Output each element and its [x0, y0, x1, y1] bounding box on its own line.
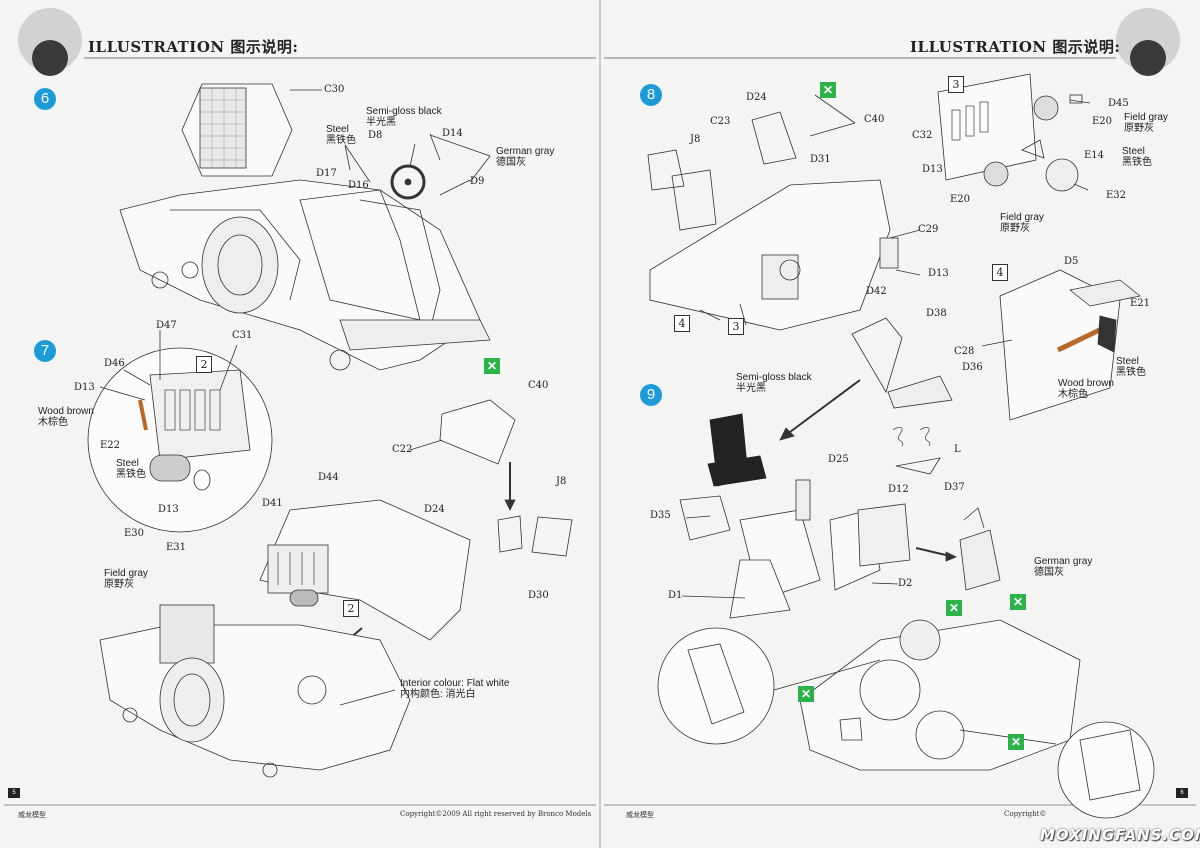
- inset-4: [981, 269, 1141, 421]
- step-number-9: 9: [640, 384, 662, 406]
- part-label: E20: [1092, 116, 1113, 127]
- part-label: C30: [324, 84, 345, 95]
- step-number-8: 8: [640, 84, 662, 106]
- part-label: L: [954, 444, 961, 455]
- step7-detail-circle: [87, 330, 273, 533]
- part-label: E21: [1130, 298, 1151, 309]
- step-number-7: 7: [34, 340, 56, 362]
- substep-box-2: 2: [196, 356, 212, 373]
- part-label: C29: [918, 224, 939, 235]
- substep-box-3: 3: [948, 76, 964, 93]
- part-label: D13: [928, 268, 949, 279]
- part-label: D2: [898, 578, 913, 589]
- watermark: MOXINGFANS.COM: [1040, 826, 1200, 844]
- part-label: D41: [262, 498, 283, 509]
- cement-icon: ✕: [484, 358, 500, 374]
- copyright-text: Copyright©: [1004, 810, 1047, 818]
- cement-icon: ✕: [820, 82, 836, 98]
- step-number-6: 6: [34, 88, 56, 110]
- part-label: J8: [556, 476, 567, 487]
- part-label: D25: [828, 454, 849, 465]
- part-label: D24: [424, 504, 445, 515]
- part-label: E30: [124, 528, 145, 539]
- brand-name: 威龙模型: [626, 811, 654, 819]
- part-label: J8: [690, 134, 701, 145]
- part-label: E31: [166, 542, 187, 553]
- cement-icon: ✕: [946, 600, 962, 616]
- part-label: D8: [368, 130, 383, 141]
- part-label: D5: [1064, 256, 1079, 267]
- part-label: D24: [746, 92, 767, 103]
- part-label: D13: [922, 164, 943, 175]
- part-label: D37: [944, 482, 965, 493]
- page-number: 6: [1176, 788, 1188, 798]
- part-label: D47: [156, 320, 177, 331]
- part-label: D1: [668, 590, 683, 601]
- cement-icon: ✕: [1008, 734, 1024, 750]
- brand-name: 威龙模型: [18, 811, 46, 819]
- part-label: C32: [912, 130, 933, 141]
- part-label: D35: [650, 510, 671, 521]
- left-page-header: ILLUSTRATION 图示说明:: [88, 38, 299, 56]
- part-label: D30: [528, 590, 549, 601]
- substep-box-2: 2: [343, 600, 359, 617]
- part-label: C22: [392, 444, 413, 455]
- cement-icon: ✕: [1010, 594, 1026, 610]
- step6-assembly: [119, 83, 491, 371]
- substep-box-3: 3: [728, 318, 744, 335]
- part-label: D45: [1108, 98, 1129, 109]
- part-label: D13: [74, 382, 95, 393]
- substep-box-4: 4: [674, 315, 690, 332]
- cement-icon: ✕: [798, 686, 814, 702]
- part-label: D44: [318, 472, 339, 483]
- part-label: C31: [232, 330, 253, 341]
- part-label: D31: [810, 154, 831, 165]
- part-label: D14: [442, 128, 463, 139]
- step9-assembly: [657, 317, 1155, 819]
- part-label: E22: [100, 440, 121, 451]
- part-label: E32: [1106, 190, 1127, 201]
- part-label: D42: [866, 286, 887, 297]
- inset-3: [937, 73, 1091, 192]
- part-label: D17: [316, 168, 337, 179]
- part-label: D13: [158, 504, 179, 515]
- part-label: E20: [950, 194, 971, 205]
- copyright-text: Copyright©2009 All right reserved by Bro…: [400, 810, 592, 818]
- substep-box-4: 4: [992, 264, 1008, 281]
- part-label: C40: [528, 380, 549, 391]
- part-label: C28: [954, 346, 975, 357]
- part-label: D16: [348, 180, 369, 191]
- step8-assembly: [647, 94, 921, 331]
- part-label: D38: [926, 308, 947, 319]
- page-number: 5: [8, 788, 20, 798]
- part-label: C40: [864, 114, 885, 125]
- right-page-header: ILLUSTRATION 图示说明:: [910, 38, 1121, 56]
- part-label: E14: [1084, 150, 1105, 161]
- part-label: D9: [470, 176, 485, 187]
- part-label: D36: [962, 362, 983, 373]
- part-label: C23: [710, 116, 731, 127]
- part-label: D46: [104, 358, 125, 369]
- part-label: D12: [888, 484, 909, 495]
